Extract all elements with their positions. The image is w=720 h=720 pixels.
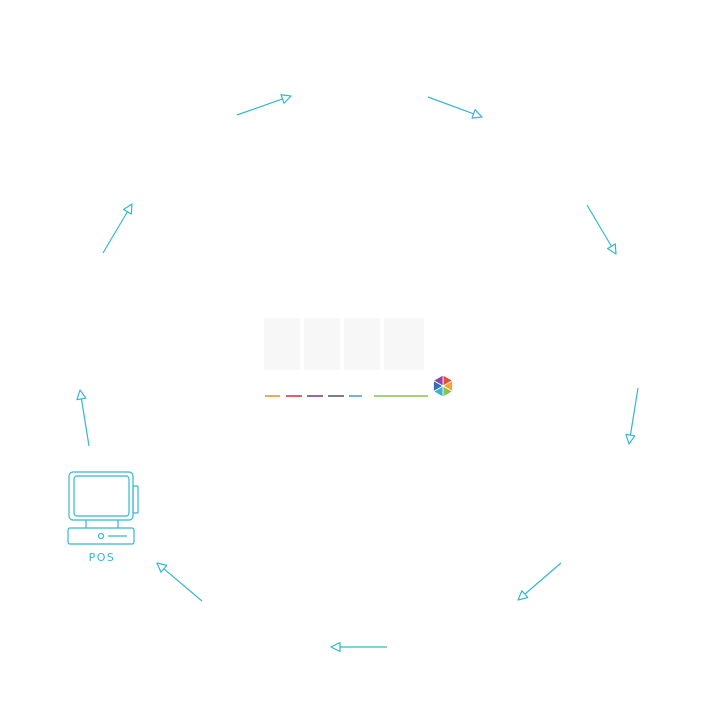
flow-arrow-icon [517,562,562,601]
flow-arrowhead [280,94,292,104]
flow-arrowhead [122,203,133,215]
flow-arrow-icon [586,204,617,255]
flow-arrow-icon [427,96,483,119]
flow-arrow-icon [156,562,203,602]
flow-arrowhead [606,243,617,255]
flow-arrowhead [156,562,168,573]
flow-arrowhead [517,590,529,601]
flow-arrowhead [330,641,341,653]
flow-arrowhead [471,109,483,119]
flow-arrow-shaft [629,387,639,436]
hexagon-logo-icon [432,374,454,398]
flow-arrow-shaft [163,568,203,602]
faint-wordmark [264,318,424,370]
flow-arrow-icon [236,94,292,116]
flow-arrow-icon [76,389,90,447]
flow-arrow-icon [102,203,133,254]
flow-arrow-shaft [524,562,562,595]
cycle-arrows [76,94,639,653]
pos-terminal-icon [67,471,139,545]
flow-arrow-shaft [236,98,283,116]
flow-arrow-shaft [427,96,474,115]
flow-arrowhead [625,433,636,445]
flow-arrow-shaft [80,398,90,447]
flow-arrowhead [76,389,87,401]
flow-arrow-icon [625,387,639,445]
hexagon-logo-segment [432,374,444,387]
flow-arrow-shaft [586,204,612,247]
flow-arrow-shaft [102,211,128,254]
flow-arrow-icon [330,641,387,653]
pos-label: POS [89,551,116,564]
